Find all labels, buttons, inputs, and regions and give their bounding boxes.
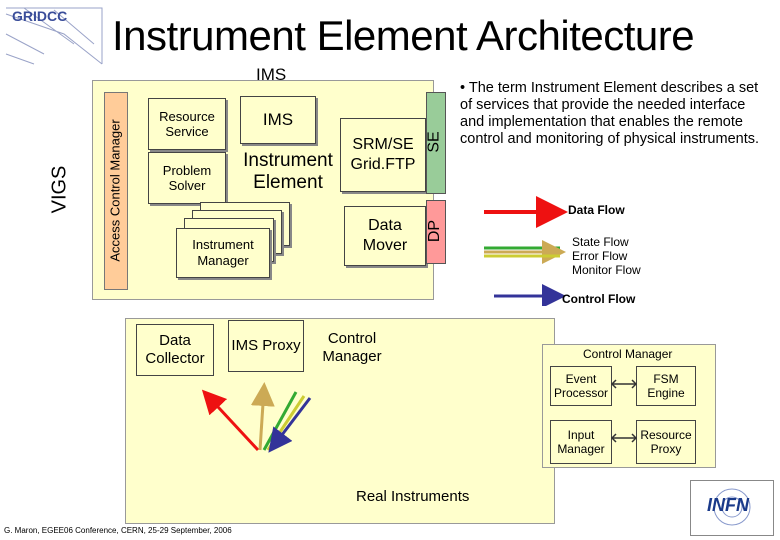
description-text: • The term Instrument Element describes … xyxy=(460,80,760,147)
instrument-manager-box: Instrument Manager xyxy=(176,228,270,278)
control-arrow-to-instruments xyxy=(268,397,312,453)
control-flow-label: Control Flow xyxy=(562,292,636,306)
se-label: SE xyxy=(426,131,443,153)
data-arrow-to-collector xyxy=(201,389,260,452)
vigs-label-wrap: VIGS xyxy=(40,80,80,298)
control-manager-internal-arrows xyxy=(610,379,638,443)
problem-solver-box: Problem Solver xyxy=(148,152,226,204)
ims-box: IMS xyxy=(240,96,316,144)
dp-bar xyxy=(426,200,446,264)
resource-service-label: Resource Service xyxy=(159,109,215,139)
monitor-flow-label: Monitor Flow xyxy=(572,263,641,277)
vigs-label: VIGS xyxy=(48,165,71,213)
access-control-manager-bar xyxy=(104,92,128,290)
fsm-engine-label: FSM Engine xyxy=(647,372,685,400)
fsm-engine-box: FSM Engine xyxy=(636,366,696,406)
se-label-wrap: SE xyxy=(426,92,444,192)
data-collector-label: Data Collector xyxy=(145,332,205,367)
event-processor-label: Event Processor xyxy=(553,372,609,400)
ims-proxy-box: IMS Proxy xyxy=(228,320,304,372)
real-instruments-label: Real Instruments xyxy=(356,488,470,505)
instrument-flow-arrows xyxy=(201,382,312,453)
error-arrow-to-proxy xyxy=(250,382,275,451)
srm-se-box: SRM/SE Grid.FTP xyxy=(340,118,426,192)
resource-service-box: Resource Service xyxy=(148,98,226,150)
ims-proxy-label: IMS Proxy xyxy=(231,337,301,354)
resource-proxy-label: Resource Proxy xyxy=(640,428,692,456)
acm-label-wrap: Access Control Manager xyxy=(104,92,126,288)
data-mover-box: Data Mover xyxy=(344,206,426,266)
data-mover-label: Data Mover xyxy=(362,217,408,254)
infn-logo: INFN xyxy=(690,480,774,536)
se-bar xyxy=(426,92,446,194)
event-processor-box: Event Processor xyxy=(550,366,612,406)
error-flow-label: Error Flow xyxy=(572,249,628,263)
dp-label: DP xyxy=(426,219,444,243)
infn-logo-graphic xyxy=(713,488,751,526)
control-manager-panel-title: Control Manager xyxy=(583,347,673,361)
ims-box-label: IMS xyxy=(262,110,294,129)
legend-arrows xyxy=(484,196,568,306)
instrument-element-label: Instrument Element xyxy=(243,150,333,193)
data-collector-box: Data Collector xyxy=(136,324,214,376)
input-manager-label: Input Manager xyxy=(557,428,605,456)
state-flow-label: State Flow xyxy=(572,235,629,249)
footer-citation: G. Maron, EGEE06 Conference, CERN, 25-29… xyxy=(4,526,232,535)
resource-proxy-box: Resource Proxy xyxy=(636,420,696,464)
srm-se-label: SRM/SE Grid.FTP xyxy=(350,136,416,173)
problem-solver-label: Problem Solver xyxy=(162,163,212,193)
gridcc-logo-text: GRIDCC xyxy=(12,8,68,24)
data-flow-label: Data Flow xyxy=(568,203,625,217)
ims-area-label: IMS xyxy=(256,65,287,84)
input-manager-box: Input Manager xyxy=(550,420,612,464)
page-title: Instrument Element Architecture xyxy=(112,12,695,59)
infn-logo-text: INFN xyxy=(707,495,749,515)
access-control-manager-label: Access Control Manager xyxy=(107,118,123,262)
instrument-manager-label: Instrument Manager xyxy=(192,237,254,268)
control-manager-label: Control Manager xyxy=(322,330,382,365)
gridcc-logo xyxy=(5,7,103,65)
dp-label-wrap: DP xyxy=(426,200,444,262)
monitor-arrow xyxy=(266,395,306,451)
